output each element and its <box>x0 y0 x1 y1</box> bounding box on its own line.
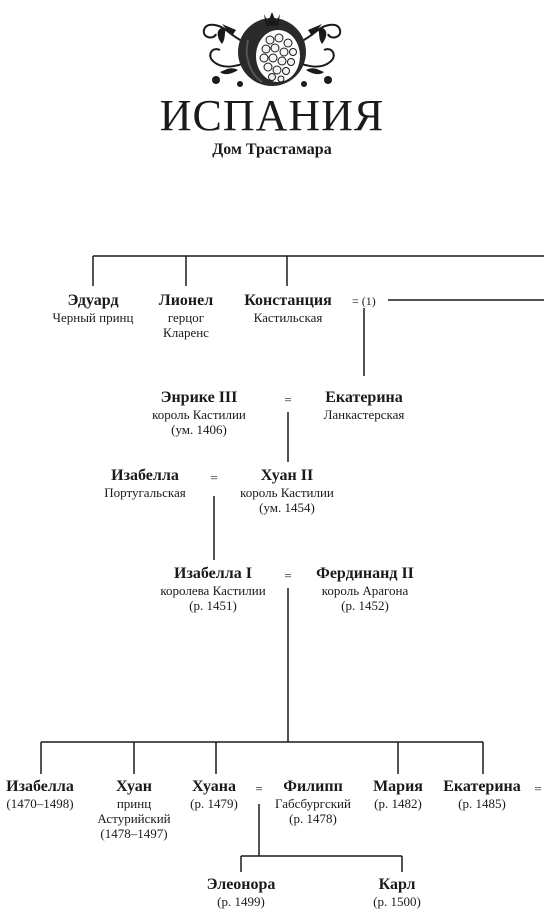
person-detail: Ланкастерская <box>323 407 405 422</box>
person-name: Хуана <box>192 778 236 795</box>
person-isabella-i: Изабелла I королева Кастилии (р. 1451) <box>143 565 283 613</box>
person-name: Карл <box>378 876 416 893</box>
marriage-mark: = <box>284 568 292 583</box>
person-name: Филипп <box>283 778 343 795</box>
person-ekaterina-lancaster: Екатерина Ланкастерская <box>294 389 434 422</box>
person-name: Изабелла <box>111 467 179 484</box>
person-name: Фердинанд II <box>316 565 414 582</box>
person-name: Хуан II <box>260 467 314 484</box>
marriage-mark-first: = (1) <box>352 294 376 308</box>
person-name: Элеонора <box>206 876 276 893</box>
person-detail: (р. 1452) <box>341 598 389 613</box>
person-eduard: Эдуард Черный принц <box>23 292 163 325</box>
person-detail: (р. 1482) <box>374 796 422 811</box>
person-detail: (р. 1478) <box>289 811 337 826</box>
person-detail: Черный принц <box>52 310 134 325</box>
person-juan-ii: Хуан II король Кастилии (ум. 1454) <box>217 467 357 515</box>
person-name: Хуан <box>116 778 152 795</box>
person-detail: (р. 1451) <box>189 598 237 613</box>
marriage-mark: = <box>255 781 263 796</box>
person-detail: принц <box>116 796 152 811</box>
page-title: ИСПАНИЯ <box>159 91 385 140</box>
person-lionel: Лионел герцог Кларенс <box>116 292 256 340</box>
person-detail: (р. 1479) <box>190 796 238 811</box>
page-subtitle: Дом Трастамара <box>212 141 332 158</box>
person-name: Изабелла <box>6 778 74 795</box>
person-name: Лионел <box>158 292 214 309</box>
person-detail: король Кастилии <box>152 407 246 422</box>
person-juana: Хуана (р. 1479) <box>144 778 284 811</box>
person-detail: король Кастилии <box>240 485 334 500</box>
person-name: Энрике III <box>160 389 238 406</box>
person-maria: Мария (р. 1482) <box>328 778 468 811</box>
marriage-mark: = <box>284 392 292 407</box>
person-constance: Констанция Кастильская <box>218 292 358 325</box>
person-juan-child: Хуан принц Астурийский (1478–1497) <box>64 778 204 841</box>
marriage-mark: = <box>534 781 542 796</box>
person-detail: (ум. 1454) <box>259 500 315 515</box>
person-detail: Кастильская <box>253 310 323 325</box>
person-isabella-child: Изабелла (1470–1498) <box>0 778 110 811</box>
person-eleonora: Элеонора (р. 1499) <box>171 876 311 909</box>
person-detail: Габсбургский <box>275 796 351 811</box>
person-detail: (р. 1499) <box>217 894 265 909</box>
marriage-mark: = <box>210 470 218 485</box>
person-detail: король Арагона <box>321 583 409 598</box>
person-name: Мария <box>373 778 423 795</box>
person-name: Констанция <box>244 292 332 309</box>
person-karl: Карл (р. 1500) <box>327 876 467 909</box>
person-name: Изабелла I <box>174 565 252 582</box>
person-detail: (1470–1498) <box>6 796 74 811</box>
person-ferdinand-ii: Фердинанд II король Арагона (р. 1452) <box>295 565 435 613</box>
pomegranate-ornament-icon <box>202 12 342 87</box>
person-isabella-portugal: Изабелла Португальская <box>75 467 215 500</box>
person-detail: герцог <box>167 310 205 325</box>
person-philip: Филипп Габсбургский (р. 1478) <box>243 778 383 826</box>
person-detail: (1478–1497) <box>100 826 168 841</box>
person-detail: (р. 1500) <box>373 894 421 909</box>
person-enrique-iii: Энрике III король Кастилии (ум. 1406) <box>129 389 269 437</box>
person-detail: Астурийский <box>97 811 171 826</box>
person-name: Екатерина <box>443 778 521 795</box>
person-detail: (ум. 1406) <box>171 422 227 437</box>
person-ekaterina-child: Екатерина (р. 1485) <box>412 778 544 811</box>
person-detail: (р. 1485) <box>458 796 506 811</box>
person-detail: Кларенс <box>163 325 209 340</box>
person-detail: королева Кастилии <box>160 583 266 598</box>
person-name: Эдуард <box>67 292 119 309</box>
person-detail: Португальская <box>104 485 186 500</box>
person-name: Екатерина <box>325 389 403 406</box>
